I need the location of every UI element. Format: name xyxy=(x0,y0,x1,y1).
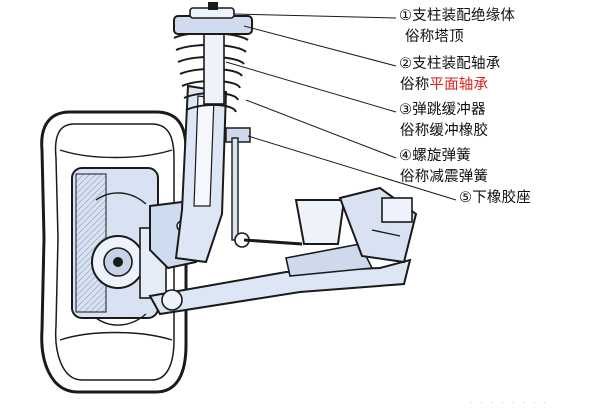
wheel-hub xyxy=(71,167,167,326)
label-item2-highlight: 平面轴承 xyxy=(429,77,489,93)
label-item1-line2: 俗称塔顶 xyxy=(405,29,464,45)
label-item1-line1: ①支柱装配绝缘体 xyxy=(399,8,516,24)
label-item4-line2: 俗称减震弹簧 xyxy=(400,169,489,185)
label-item3-line2: 俗称缓冲橡胶 xyxy=(400,123,489,139)
label-item2-line2: 俗称平面轴承 xyxy=(400,76,488,94)
label-item5-line1: ⑤下橡胶座 xyxy=(459,190,531,206)
label-item2-prefix: 俗称 xyxy=(400,77,430,93)
label-item2-line1: ②支柱装配轴承 xyxy=(399,56,501,72)
leader-lines xyxy=(225,13,457,201)
label-item4-line1: ④螺旋弹簧 xyxy=(399,148,471,164)
label-item3-line1: ③弹跳缓冲器 xyxy=(399,102,486,118)
stabilizer-link xyxy=(231,137,303,248)
subframe xyxy=(294,186,418,264)
watermark: · · · · · · · · xyxy=(470,399,549,407)
top-mount xyxy=(173,2,253,35)
bump-stop xyxy=(203,33,225,105)
lower-control-arm xyxy=(148,243,412,316)
